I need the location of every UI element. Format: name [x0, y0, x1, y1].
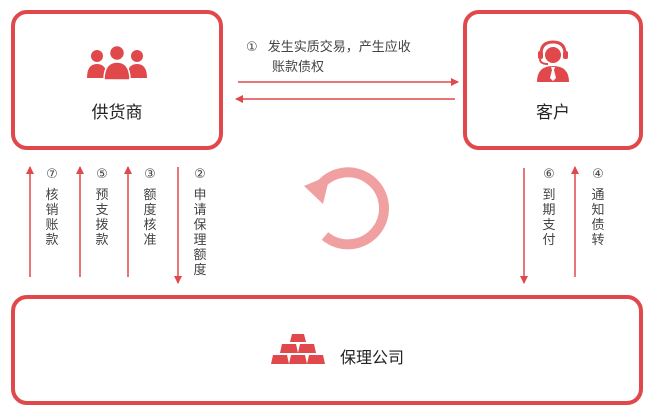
step1-text-line2: 账款债权 [272, 60, 325, 75]
factoring-company-label: 保理公司 [340, 348, 405, 367]
gold-bars-icon [271, 334, 325, 364]
step6-text: 到期支付 [542, 188, 556, 248]
customer-service-agent-icon [537, 40, 569, 82]
step7-number: ⑦ [46, 167, 58, 182]
customer-label: 客户 [536, 103, 570, 123]
step7-text: 核销账款 [45, 188, 59, 248]
cycle-arrow-icon [304, 167, 389, 250]
step4-number: ④ [592, 167, 604, 182]
step1-text-line1: 发生实质交易，产生应收 [267, 40, 411, 55]
step5-text: 预支拨款 [95, 188, 109, 248]
factoring-company-node: 保理公司 [11, 295, 643, 405]
supplier-node: 供货商 [11, 10, 223, 150]
step3-text: 额度核准 [143, 188, 157, 248]
people-group-icon [87, 44, 147, 81]
customer-node: 客户 [463, 10, 643, 150]
supplier-label: 供货商 [91, 103, 143, 123]
step4-text: 通知债转 [591, 188, 605, 248]
step3-number: ③ [144, 167, 156, 182]
step1-number: ① [246, 40, 258, 55]
step1-label: ① 发生实质交易，产生应收 [246, 36, 411, 55]
step5-number: ⑤ [96, 167, 108, 182]
step2-number: ② [194, 167, 206, 182]
step6-number: ⑥ [543, 167, 555, 182]
step2-text: 申请保理额度 [193, 188, 207, 278]
